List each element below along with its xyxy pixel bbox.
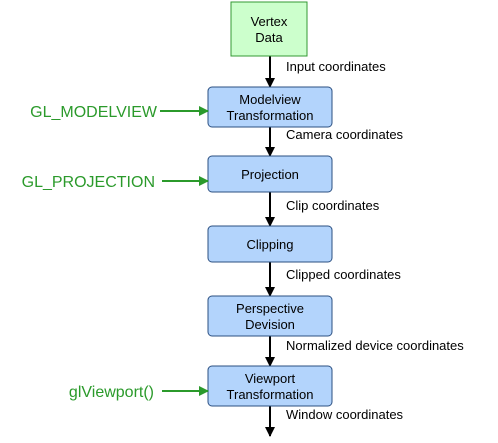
- flow-label: Input coordinates: [286, 59, 386, 74]
- stage-box: [207, 225, 333, 263]
- input-label: glViewport(): [69, 384, 154, 401]
- flow-label: Normalized device coordinates: [286, 338, 464, 353]
- stage-box: [230, 1, 308, 57]
- stage-clipping: Clipping: [207, 225, 333, 263]
- input-label: GL_PROJECTION: [22, 174, 155, 191]
- input-label: GL_MODELVIEW: [30, 104, 158, 121]
- stage-label: Modelview: [239, 92, 301, 107]
- stage-label: Perspective: [236, 301, 304, 316]
- flow-label: Clip coordinates: [286, 198, 380, 213]
- stage-label: Devision: [245, 317, 295, 332]
- stage-label: Transformation: [227, 387, 314, 402]
- stage-label: Data: [255, 30, 283, 45]
- flow-label: Camera coordinates: [286, 127, 404, 142]
- flow-label: Clipped coordinates: [286, 267, 401, 282]
- stage-label: Transformation: [227, 108, 314, 123]
- stage-box: [207, 155, 333, 193]
- stage-box: [207, 295, 333, 337]
- stage-label: Vertex: [251, 14, 288, 29]
- stage-label: Viewport: [245, 371, 296, 386]
- stage-label: Projection: [241, 167, 299, 182]
- stage-label: Clipping: [247, 237, 294, 252]
- flow-label: Window coordinates: [286, 407, 404, 422]
- stage-projection: Projection: [207, 155, 333, 193]
